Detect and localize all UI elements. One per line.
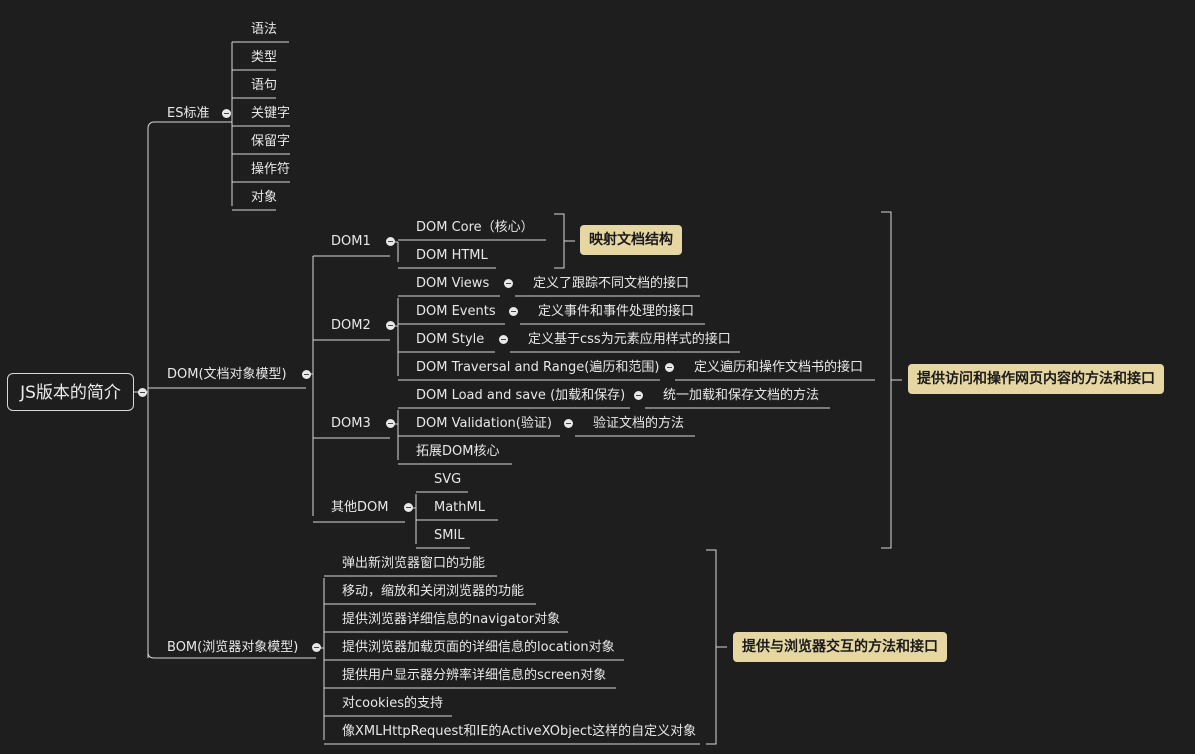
dom-topic[interactable]: DOM(文档对象模型) bbox=[167, 367, 287, 382]
bom-item[interactable]: 提供用户显示器分辨率详细信息的screen对象 bbox=[342, 668, 607, 683]
dom1-summary[interactable]: 映射文档结构 bbox=[580, 225, 682, 255]
bom-item[interactable]: 对cookies的支持 bbox=[342, 696, 443, 711]
root-topic[interactable]: JS版本的简介 bbox=[7, 373, 134, 411]
dom1-item[interactable]: DOM Core（核心） bbox=[416, 220, 534, 235]
dom2-desc[interactable]: 定义基于css为元素应用样式的接口 bbox=[528, 332, 731, 347]
collapse-icon[interactable] bbox=[386, 321, 395, 330]
collapse-icon[interactable] bbox=[404, 503, 413, 512]
es-topic[interactable]: ES标准 bbox=[167, 106, 210, 121]
dom3-item[interactable]: 拓展DOM核心 bbox=[416, 444, 500, 459]
bom-item[interactable]: 提供浏览器加载页面的详细信息的location对象 bbox=[342, 640, 615, 655]
es-item[interactable]: 关键字 bbox=[251, 106, 291, 121]
bom-item[interactable]: 像XMLHttpRequest和IE的ActiveXObject这样的自定义对象 bbox=[342, 724, 697, 739]
dom2-item[interactable]: DOM Views bbox=[416, 276, 490, 291]
dom1-topic[interactable]: DOM1 bbox=[331, 234, 371, 249]
bom-item[interactable]: 提供浏览器详细信息的navigator对象 bbox=[342, 612, 561, 627]
other-dom-item[interactable]: SVG bbox=[434, 472, 462, 487]
collapse-icon[interactable] bbox=[509, 307, 518, 316]
es-item[interactable]: 操作符 bbox=[251, 162, 291, 177]
bom-topic[interactable]: BOM(浏览器对象模型) bbox=[167, 640, 299, 655]
dom3-desc[interactable]: 验证文档的方法 bbox=[593, 416, 685, 431]
collapse-icon[interactable] bbox=[386, 237, 395, 246]
collapse-icon[interactable] bbox=[564, 419, 573, 428]
collapse-icon[interactable] bbox=[138, 388, 147, 397]
dom3-item[interactable]: DOM Load and save (加载和保存) bbox=[416, 388, 626, 403]
dom-summary[interactable]: 提供访问和操作网页内容的方法和接口 bbox=[908, 364, 1164, 394]
bom-item[interactable]: 移动，缩放和关闭浏览器的功能 bbox=[342, 584, 525, 599]
es-item[interactable]: 语句 bbox=[251, 78, 278, 93]
dom2-desc[interactable]: 定义了跟踪不同文档的接口 bbox=[533, 276, 690, 291]
es-item[interactable]: 类型 bbox=[251, 50, 278, 65]
collapse-icon[interactable] bbox=[504, 279, 513, 288]
collapse-icon[interactable] bbox=[499, 335, 508, 344]
es-item[interactable]: 对象 bbox=[251, 190, 278, 205]
other-dom-item[interactable]: MathML bbox=[434, 500, 485, 515]
dom2-topic[interactable]: DOM2 bbox=[331, 318, 371, 333]
dom2-item[interactable]: DOM Traversal and Range(遍历和范围) bbox=[416, 360, 660, 375]
other-dom-topic[interactable]: 其他DOM bbox=[331, 500, 389, 515]
es-item[interactable]: 语法 bbox=[251, 22, 278, 37]
dom2-desc[interactable]: 定义事件和事件处理的接口 bbox=[538, 304, 695, 319]
dom2-item[interactable]: DOM Events bbox=[416, 304, 496, 319]
bom-item[interactable]: 弹出新浏览器窗口的功能 bbox=[342, 556, 486, 571]
dom3-item[interactable]: DOM Validation(验证) bbox=[416, 416, 552, 431]
es-item[interactable]: 保留字 bbox=[251, 134, 291, 149]
collapse-icon[interactable] bbox=[312, 643, 321, 652]
collapse-icon[interactable] bbox=[302, 370, 311, 379]
dom1-item[interactable]: DOM HTML bbox=[416, 248, 488, 263]
collapse-icon[interactable] bbox=[634, 391, 643, 400]
other-dom-item[interactable]: SMIL bbox=[434, 528, 465, 543]
dom2-item[interactable]: DOM Style bbox=[416, 332, 485, 347]
dom2-desc[interactable]: 定义遍历和操作文档书的接口 bbox=[694, 360, 864, 375]
collapse-icon[interactable] bbox=[386, 419, 395, 428]
collapse-icon[interactable] bbox=[222, 109, 231, 118]
collapse-icon[interactable] bbox=[665, 363, 674, 372]
dom3-topic[interactable]: DOM3 bbox=[331, 416, 371, 431]
bom-summary[interactable]: 提供与浏览器交互的方法和接口 bbox=[733, 632, 947, 662]
dom3-desc[interactable]: 统一加载和保存文档的方法 bbox=[663, 388, 820, 403]
